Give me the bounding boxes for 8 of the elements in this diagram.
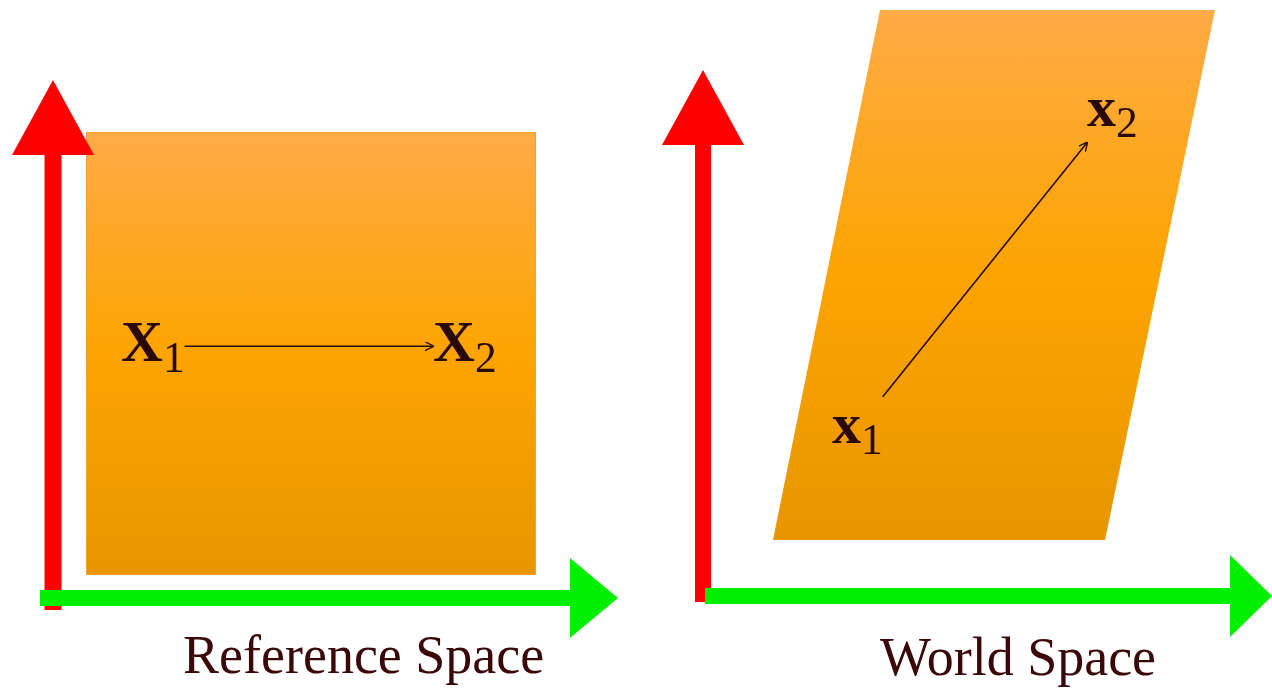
- math-symbol: x$_{1}$: [832, 395, 883, 462]
- square-region: [86, 132, 536, 575]
- math-symbol: X$_{1}$: [121, 313, 185, 380]
- math-symbol: x$_{2}$: [1087, 78, 1138, 145]
- math-symbol: X$_{2}$: [433, 313, 497, 380]
- arrow: [881, 141, 1089, 398]
- arrow: [183, 341, 435, 352]
- parallelogram-region: [773, 10, 1215, 540]
